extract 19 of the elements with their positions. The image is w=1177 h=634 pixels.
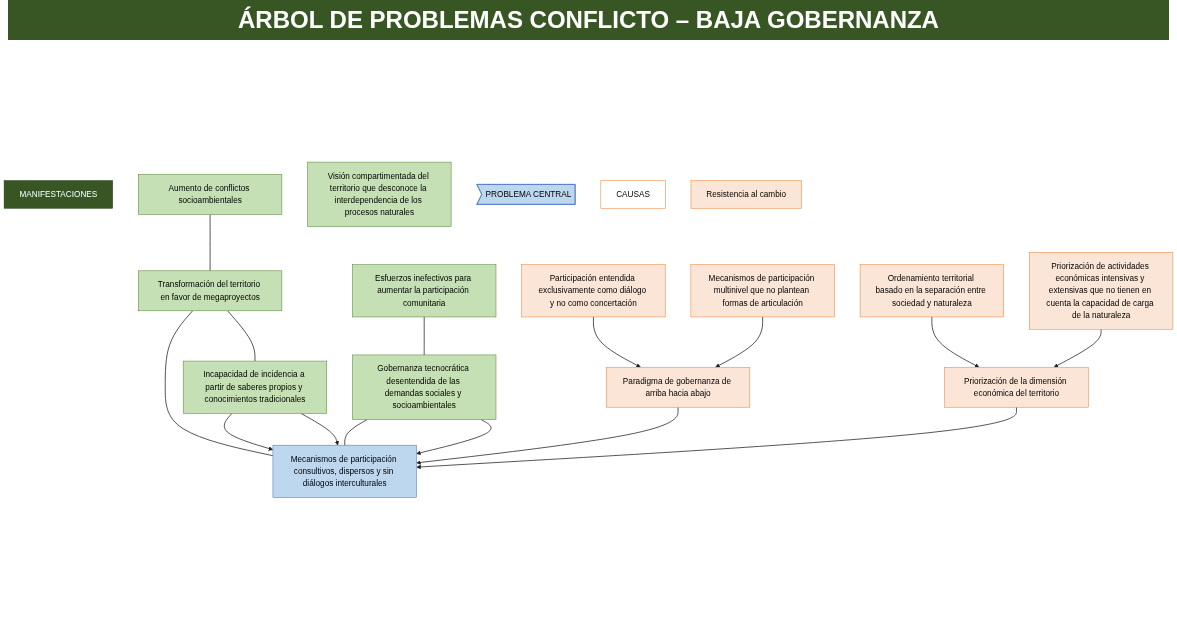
node-box: Priorización de actividades económicas intensivas y extensivas que no tienen en cuenta la capacidad de carga de la naturaleza <box>1029 252 1174 330</box>
node-box: Gobernanza tecnocrática desentendida de las demandas sociales y socioambientales <box>352 354 497 420</box>
node-box: Incapacidad de incidencia a partir de saberes propios y conocimientos tradicionales <box>182 361 328 414</box>
node-box: MANIFESTACIONES <box>3 180 113 209</box>
node-box: Resistencia al cambio <box>690 180 802 209</box>
node-box: Transformación del territorio en favor de megaproyectos <box>138 270 283 312</box>
node-box: Aumento de conflictos socioambientales <box>138 174 283 215</box>
node-box: Mecanismos de participación multinivel que no plantean formas de articulación <box>690 264 835 318</box>
node-box: CAUSAS <box>600 180 666 209</box>
node-box: Visión compartimentada del territorio que desconoce la interdependencia de los procesos naturales <box>307 162 452 228</box>
node-box: Participación entendida exclusivamente como diálogo y no como concertación <box>521 264 666 318</box>
connector <box>227 310 256 362</box>
node-box: Paradigma de gobernanza de arriba hacia abajo <box>606 367 751 408</box>
node-box: Ordenamiento territorial basado en la separación entre sociedad y naturaleza <box>859 264 1004 318</box>
title-banner: ÁRBOL DE PROBLEMAS CONFLICTO – BAJA GOBERNANZA <box>8 0 1169 40</box>
node-box: Esfuerzos inefectivos para aumentar la participación comunitaria <box>352 264 497 318</box>
connector <box>344 419 368 446</box>
node-box: Priorización de la dimensión económica del territorio <box>944 367 1089 408</box>
node-box: Mecanismos de participación consultivos, dispersos y sin diálogos interculturales <box>272 445 417 498</box>
